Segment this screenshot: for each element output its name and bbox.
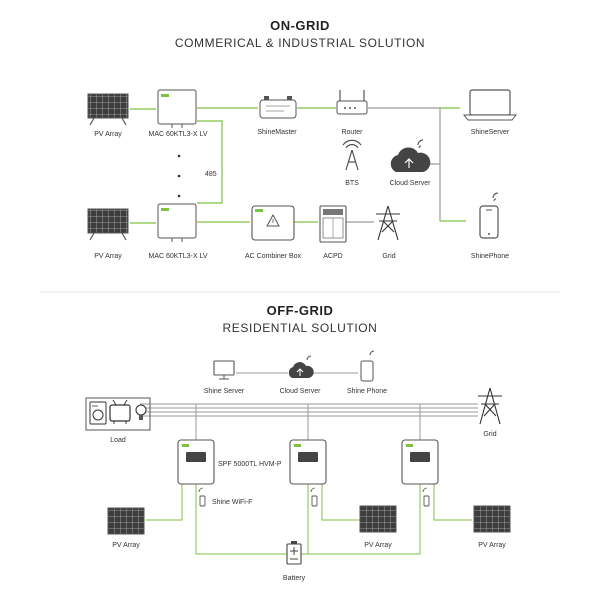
- shineserver-label: ShineServer: [471, 129, 510, 136]
- on-grid-subtitle: COMMERICAL & INDUSTRIAL SOLUTION: [175, 36, 425, 50]
- off-grid-title: OFF-GRID: [267, 303, 334, 318]
- wifi-stick-icon: [198, 487, 206, 507]
- shinemaster-label: ShineMaster: [257, 129, 297, 136]
- solar-panel-icon: [107, 507, 145, 535]
- cloud-server-label: Cloud Server: [390, 180, 432, 187]
- grid-off-label: Grid: [483, 431, 496, 438]
- shinephone-label: ShinePhone: [471, 253, 509, 260]
- solar-panel-icon: [359, 505, 397, 533]
- battery-label: Battery: [283, 575, 306, 582]
- off-grid-subtitle: RESIDENTIAL SOLUTION: [223, 321, 378, 335]
- washing-machine-icon: [89, 401, 107, 425]
- inverter-bottom-label: MAC 60KTL3-X LV: [148, 253, 207, 260]
- off-shine-server[interactable]: Shine Server: [204, 360, 245, 395]
- shineserver[interactable]: ShineServer: [462, 89, 518, 136]
- battery[interactable]: Battery: [283, 541, 306, 582]
- on-grid-title: ON-GRID: [270, 18, 330, 33]
- solar-panel-icon: [87, 93, 129, 126]
- off-shine-phone-label: Shine Phone: [347, 388, 387, 395]
- spf-inverter-3[interactable]: [401, 439, 439, 485]
- off-shine-phone[interactable]: Shine Phone: [347, 350, 387, 395]
- grid-on[interactable]: Grid: [376, 205, 400, 260]
- off-pv-array-1-label: PV Array: [112, 542, 140, 549]
- cabinet-icon: [319, 205, 347, 243]
- combiner-box-icon: [251, 205, 295, 241]
- inverter-model-label: SPF 5000TL HVM-P: [218, 461, 282, 468]
- acpd[interactable]: ACPD: [319, 205, 347, 260]
- shinemaster[interactable]: ShineMaster: [257, 96, 297, 136]
- smartphone-icon: [479, 192, 499, 239]
- pv-array-bottom[interactable]: PV Array: [87, 208, 129, 260]
- tv-icon: [109, 399, 131, 424]
- datalogger-icon: [259, 96, 297, 119]
- grid-off[interactable]: Grid: [478, 387, 502, 438]
- inverter-icon: [157, 89, 197, 128]
- cloud-server[interactable]: Cloud Server: [390, 139, 432, 187]
- shinephone[interactable]: ShinePhone: [471, 192, 509, 260]
- inverter-top-label: MAC 60KTL3-X LV: [148, 131, 207, 138]
- solar-panel-icon: [473, 505, 511, 533]
- laptop-icon: [462, 89, 518, 121]
- inverter-top[interactable]: MAC 60KTL3-X LV: [148, 89, 208, 138]
- bulb-icon: [135, 404, 147, 420]
- pylon-icon: [478, 387, 502, 425]
- load-label: Load: [110, 437, 126, 444]
- wifi-stick-3[interactable]: [422, 487, 430, 507]
- wifi-stick-icon: [310, 487, 318, 507]
- off-shine-server-label: Shine Server: [204, 388, 245, 395]
- off-pv-array-2[interactable]: PV Array: [359, 505, 397, 549]
- off-cloud-server-label: Cloud Server: [280, 388, 322, 395]
- router-icon: [336, 90, 368, 115]
- cloud-icon: [390, 139, 431, 172]
- inverter-ellipsis: [177, 154, 181, 198]
- inverter-icon: [401, 439, 439, 485]
- spf-inverter-2[interactable]: [289, 439, 327, 485]
- ac-combiner-box-label: AC Combiner Box: [245, 253, 302, 260]
- pv-array-top-label: PV Array: [94, 131, 122, 138]
- battery-icon: [286, 541, 302, 565]
- bus-485-label: 485: [205, 171, 217, 178]
- off-grid-connectors: [140, 372, 478, 555]
- router-label: Router: [341, 129, 363, 136]
- inverter-icon: [177, 439, 215, 485]
- inverter-icon: [157, 203, 197, 242]
- wifi-module-label: Shine WiFi-F: [212, 499, 252, 506]
- ac-combiner-box[interactable]: AC Combiner Box: [245, 205, 302, 260]
- pv-array-top[interactable]: PV Array: [87, 93, 129, 138]
- off-pv-array-2-label: PV Array: [364, 542, 392, 549]
- monitor-icon: [213, 360, 235, 380]
- pv-array-bottom-label: PV Array: [94, 253, 122, 260]
- bts[interactable]: BTS: [342, 139, 362, 187]
- off-pv-array-1[interactable]: PV Array: [107, 507, 145, 549]
- smartphone-icon: [360, 350, 375, 382]
- off-pv-array-3[interactable]: PV Array: [473, 505, 511, 549]
- tower-icon: [342, 139, 362, 171]
- wifi-stick-2[interactable]: [310, 487, 318, 507]
- pylon-icon: [376, 205, 400, 241]
- load[interactable]: Load: [85, 397, 151, 444]
- inverter-icon: [289, 439, 327, 485]
- wifi-stick-icon: [422, 487, 430, 507]
- load-box: [85, 397, 151, 431]
- bts-label: BTS: [345, 180, 359, 187]
- off-cloud-server[interactable]: Cloud Server: [280, 355, 322, 395]
- off-pv-array-3-label: PV Array: [478, 542, 506, 549]
- cloud-icon: [288, 355, 314, 378]
- acpd-label: ACPD: [323, 253, 342, 260]
- wifi-stick-1[interactable]: [198, 487, 206, 507]
- spf-inverter-1[interactable]: [177, 439, 215, 485]
- solar-panel-icon: [87, 208, 129, 241]
- inverter-bottom[interactable]: MAC 60KTL3-X LV: [148, 203, 208, 260]
- router[interactable]: Router: [336, 90, 368, 136]
- grid-on-label: Grid: [382, 253, 395, 260]
